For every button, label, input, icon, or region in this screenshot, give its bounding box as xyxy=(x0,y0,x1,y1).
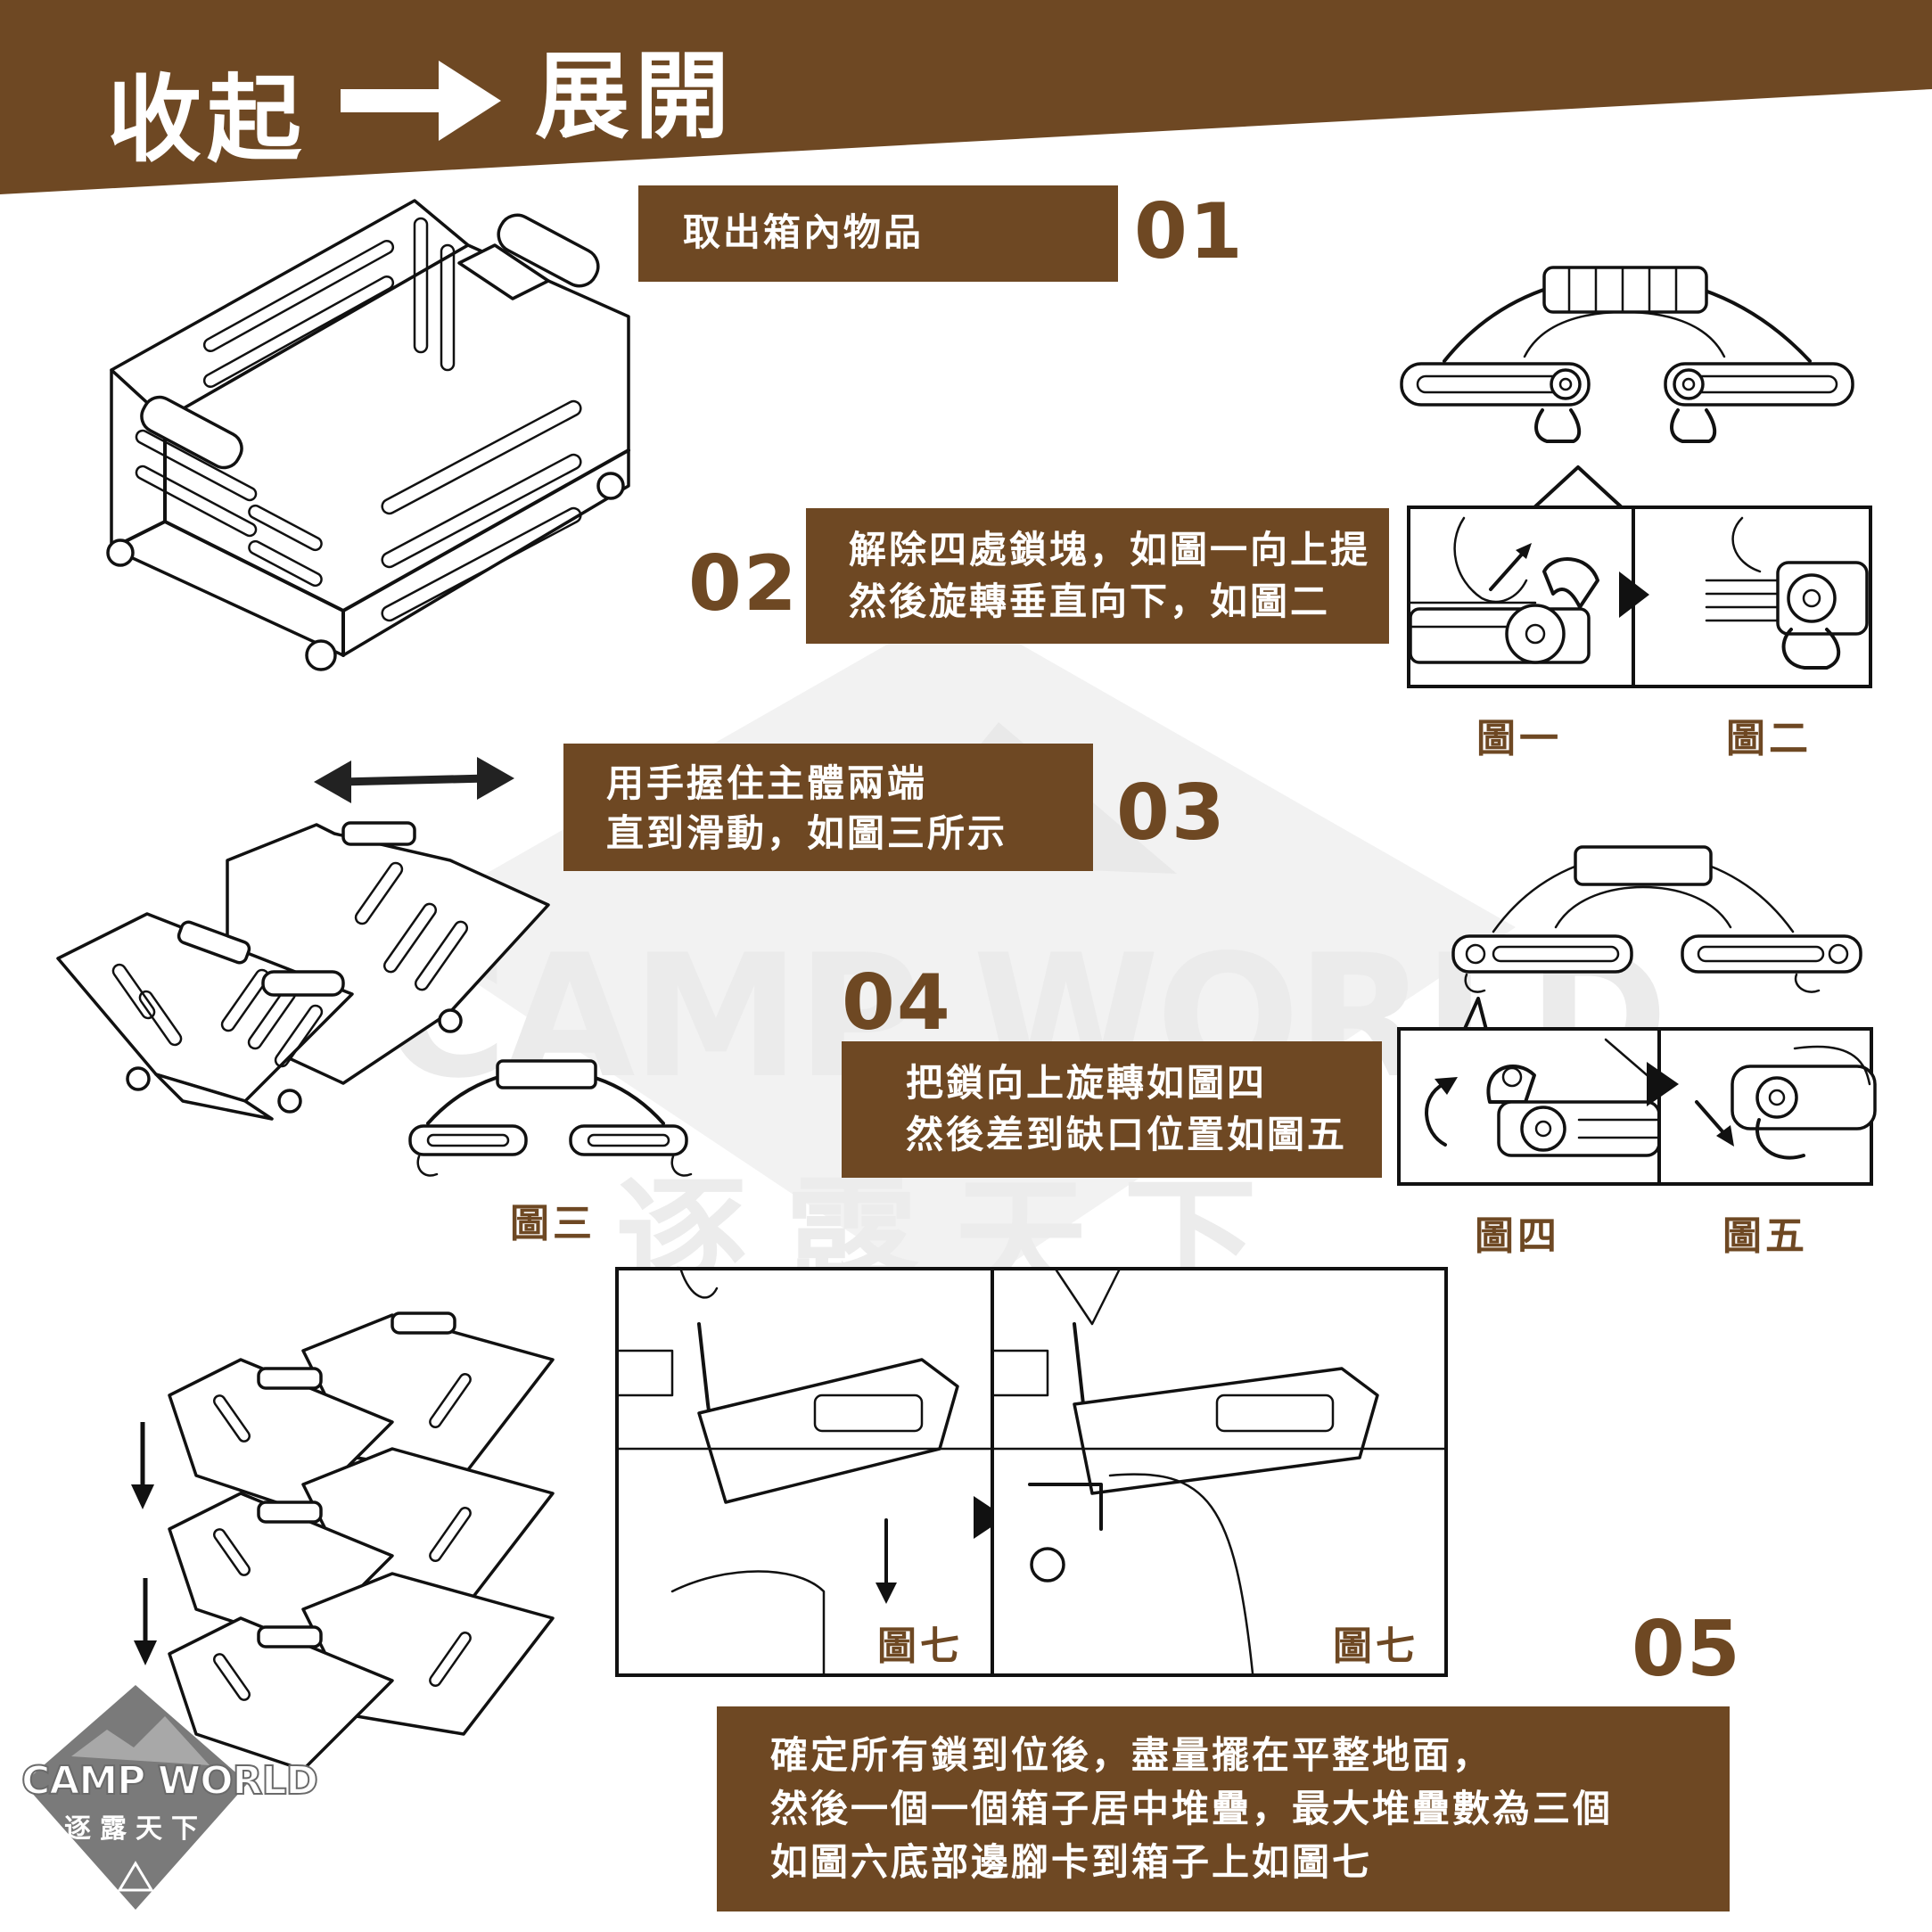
closed-box-illustration xyxy=(106,199,630,671)
handle-diagram-mid xyxy=(1451,845,1862,993)
figure-1-caption: 圖一 xyxy=(1476,716,1562,761)
step-02-box: 解除四處鎖塊，如圖一向上提 然後旋轉垂直向下，如圖二 xyxy=(806,508,1389,644)
down-arrow-icon-1 xyxy=(131,1422,154,1509)
step-02-number: 02 xyxy=(688,539,799,629)
figure-4-panel xyxy=(1397,1027,1661,1186)
step-05-text-line2: 然後一個一個箱子居中堆疊，最大堆疊數為三個 xyxy=(770,1787,1614,1830)
campworld-logo-subtitle: 逐露天下 xyxy=(64,1813,207,1845)
figure-2-caption: 圖二 xyxy=(1726,716,1812,761)
callout-pointer xyxy=(1532,465,1624,510)
header-title-from: 收起 xyxy=(107,65,307,175)
step-01-box: 取出箱內物品 xyxy=(638,185,1118,282)
double-arrow-icon xyxy=(314,757,514,803)
figure-7b-drawing xyxy=(992,1269,1446,1675)
figure-3-caption: 圖三 xyxy=(510,1201,596,1246)
right-arrow-icon xyxy=(341,61,501,141)
step-03-text-line1: 用手握住主體兩端 xyxy=(606,761,928,805)
step-04-box: 把鎖向上旋轉如圖四 然後差到缺口位置如圖五 xyxy=(842,1041,1382,1178)
header-banner xyxy=(0,0,1932,194)
campworld-logo-brand: CAMP WORLD xyxy=(21,1757,319,1805)
step-01-text: 取出箱內物品 xyxy=(683,210,925,254)
figure-7b-caption: 圖七 xyxy=(1333,1624,1418,1669)
step-05-text-line1: 確定所有鎖到位後，盡量擺在平整地面， xyxy=(770,1733,1493,1777)
figure-7a-panel: 圖七 xyxy=(615,1267,994,1677)
step-04-text-line2: 然後差到缺口位置如圖五 xyxy=(906,1113,1348,1156)
step-02-text-line1: 解除四處鎖塊，如圖一向上提 xyxy=(849,528,1371,571)
figure-7a-caption: 圖七 xyxy=(877,1624,963,1669)
step-03-number: 03 xyxy=(1116,769,1227,858)
arrow-right-icon xyxy=(974,1496,1006,1539)
step-01-number: 01 xyxy=(1134,187,1245,276)
figure-1-panel xyxy=(1407,506,1635,688)
figure-1-drawing xyxy=(1409,516,1599,664)
step-05-box: 確定所有鎖到位後，盡量擺在平整地面， 然後一個一個箱子居中堆疊，最大堆疊數為三個… xyxy=(717,1706,1730,1911)
header-title-to: 展開 xyxy=(535,42,735,152)
step-04-number: 04 xyxy=(842,958,952,1048)
figure-4-caption: 圖四 xyxy=(1475,1213,1560,1259)
figure-3-drawing xyxy=(408,1059,693,1177)
figure-5-panel xyxy=(1647,1027,1877,1186)
figure-5-caption: 圖五 xyxy=(1722,1213,1808,1259)
step-03-box: 用手握住主體兩端 直到滑動，如圖三所示 xyxy=(563,744,1093,871)
expanded-box-illustration xyxy=(56,821,550,1121)
down-arrow-icon-2 xyxy=(134,1578,157,1665)
step-03-text-line2: 直到滑動，如圖三所示 xyxy=(606,811,1008,855)
step-02-text-line2: 然後旋轉垂直向下，如圖二 xyxy=(849,580,1331,623)
figure-4-drawing xyxy=(1425,1038,1661,1157)
stacked-boxes-illustration xyxy=(168,1311,555,1772)
figure-5-drawing xyxy=(1647,1045,1877,1160)
figure-2-panel xyxy=(1619,506,1872,688)
campworld-logo-badge xyxy=(23,1685,248,1910)
step-05-text-line3: 如圖六底部邊腳卡到箱子上如圖七 xyxy=(770,1840,1373,1884)
figure-2-drawing xyxy=(1619,516,1869,670)
figure-7a-drawing xyxy=(617,1269,992,1675)
step-05-number: 05 xyxy=(1632,1605,1742,1694)
handle-diagram-top xyxy=(1400,266,1854,443)
figure-7b-panel: 圖七 xyxy=(991,1267,1448,1677)
step-04-text-line1: 把鎖向上旋轉如圖四 xyxy=(906,1061,1268,1105)
